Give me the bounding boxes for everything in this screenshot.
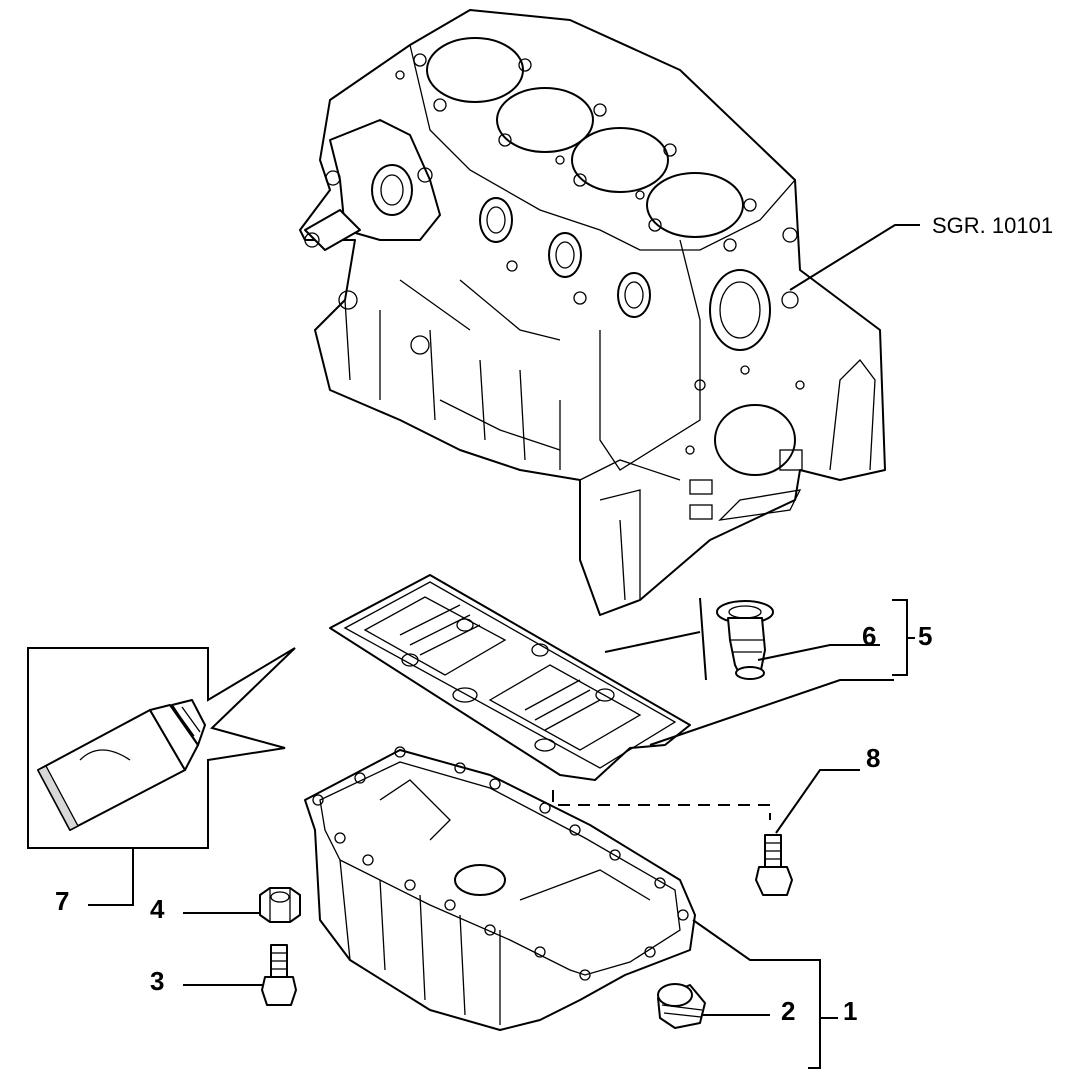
bolt-part[interactable] [755, 834, 793, 896]
oil-pan-gasket[interactable] [329, 574, 691, 781]
engine-block[interactable] [299, 9, 886, 616]
leader-lines [88, 224, 920, 1069]
callout-4: 4 [150, 894, 165, 924]
drain-plug[interactable] [657, 983, 706, 1029]
callout-6: 6 [862, 621, 876, 651]
sealant-tube-icon [37, 699, 206, 831]
callout-2: 2 [781, 996, 795, 1026]
oil-pan[interactable] [304, 746, 696, 1031]
callout-1: 1 [843, 996, 857, 1026]
callout-7: 7 [55, 886, 69, 916]
callout-3: 3 [150, 966, 164, 996]
reference-label: SGR. 10101 [932, 213, 1053, 238]
callout-5: 5 [918, 621, 932, 651]
plug-part[interactable] [716, 600, 774, 680]
sealant-tube-box[interactable] [27, 647, 296, 849]
nut-part[interactable] [259, 887, 301, 923]
callout-8: 8 [866, 743, 880, 773]
stud-part[interactable] [261, 944, 297, 1006]
